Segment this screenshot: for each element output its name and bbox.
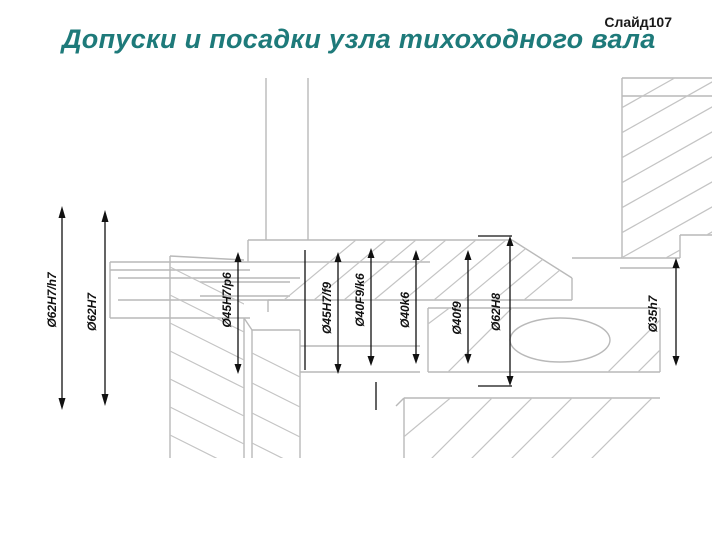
dimension-label: Ø35h7 bbox=[646, 294, 660, 332]
dimension-label: Ø62H7 bbox=[85, 292, 99, 331]
dimension-label: Ø40F9/k6 bbox=[353, 273, 367, 327]
dimension-label: Ø40f9 bbox=[450, 301, 464, 335]
outline-lines bbox=[109, 77, 712, 458]
dimension-label: Ø40k6 bbox=[398, 292, 412, 328]
dimension-d62H7h7: Ø62H7/h7 bbox=[45, 206, 66, 410]
dimension-label: Ø62H7/h7 bbox=[45, 271, 59, 328]
dimension-d62H7: Ø62H7 bbox=[85, 210, 109, 406]
dimension-d45H7f9: Ø45H7/f9 bbox=[320, 252, 342, 374]
slide-title: Допуски и посадки узла тихоходного вала bbox=[62, 24, 656, 54]
dimension-label: Ø62H8 bbox=[489, 293, 503, 331]
dimension-d35h7: Ø35h7 bbox=[646, 258, 680, 366]
dimension-d40F9k6: Ø40F9/k6 bbox=[353, 248, 375, 366]
slide-number: Слайд107 bbox=[604, 14, 672, 30]
dimension-d40f9: Ø40f9 bbox=[450, 250, 472, 364]
section-hatching bbox=[170, 78, 712, 458]
dimension-d40k6: Ø40k6 bbox=[398, 250, 420, 364]
dimension-label: Ø45H7/p6 bbox=[220, 272, 234, 328]
auxiliary-lines bbox=[304, 235, 512, 410]
dimension-label: Ø45H7/f9 bbox=[320, 282, 334, 334]
dimension-d62H8: Ø62H8 bbox=[489, 236, 514, 386]
dimension-d45H7p6: Ø45H7/p6 bbox=[220, 252, 242, 374]
